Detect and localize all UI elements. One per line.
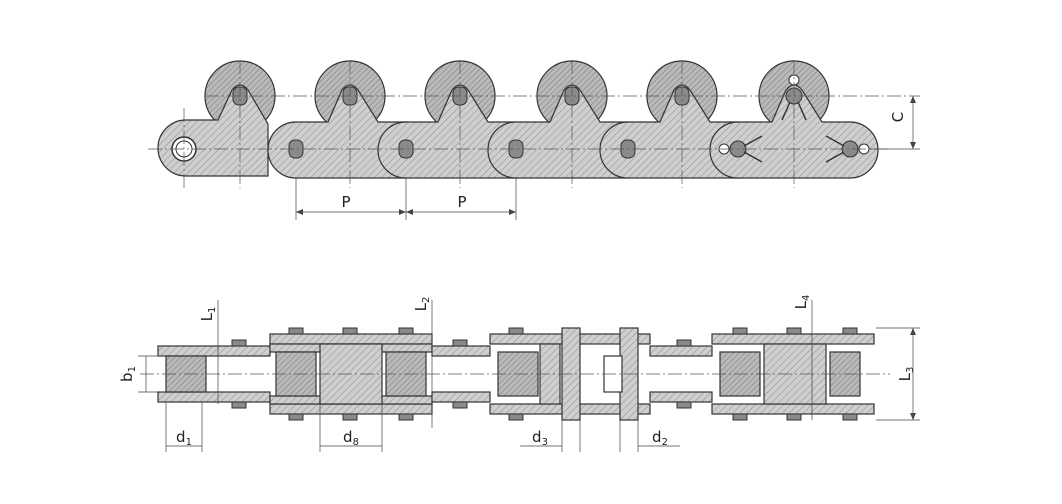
label-d2: d2	[652, 428, 668, 448]
top-center-lines	[148, 60, 920, 188]
label-l4: L4	[792, 295, 812, 310]
height-label-c: C	[889, 112, 907, 122]
label-d1: d1	[176, 428, 192, 448]
side-pin-heads	[231, 327, 858, 421]
label-l1: L1	[198, 307, 218, 322]
label-l2: L2	[412, 297, 432, 312]
label-b1: b1	[118, 366, 138, 382]
pitch-label-2: P	[457, 193, 466, 211]
label-l3: L3	[896, 367, 916, 382]
pitch-dimension	[295, 178, 517, 220]
c-dimension	[870, 96, 920, 150]
label-d3: d3	[532, 428, 548, 448]
label-d8: d8	[343, 428, 359, 448]
top-view: P P C	[148, 60, 920, 220]
pitch-label-1: P	[341, 193, 350, 211]
side-view: b1 d1 d8 d3 d2 L1 L2 L4 L3	[118, 295, 920, 452]
side-dimensions	[138, 300, 920, 452]
